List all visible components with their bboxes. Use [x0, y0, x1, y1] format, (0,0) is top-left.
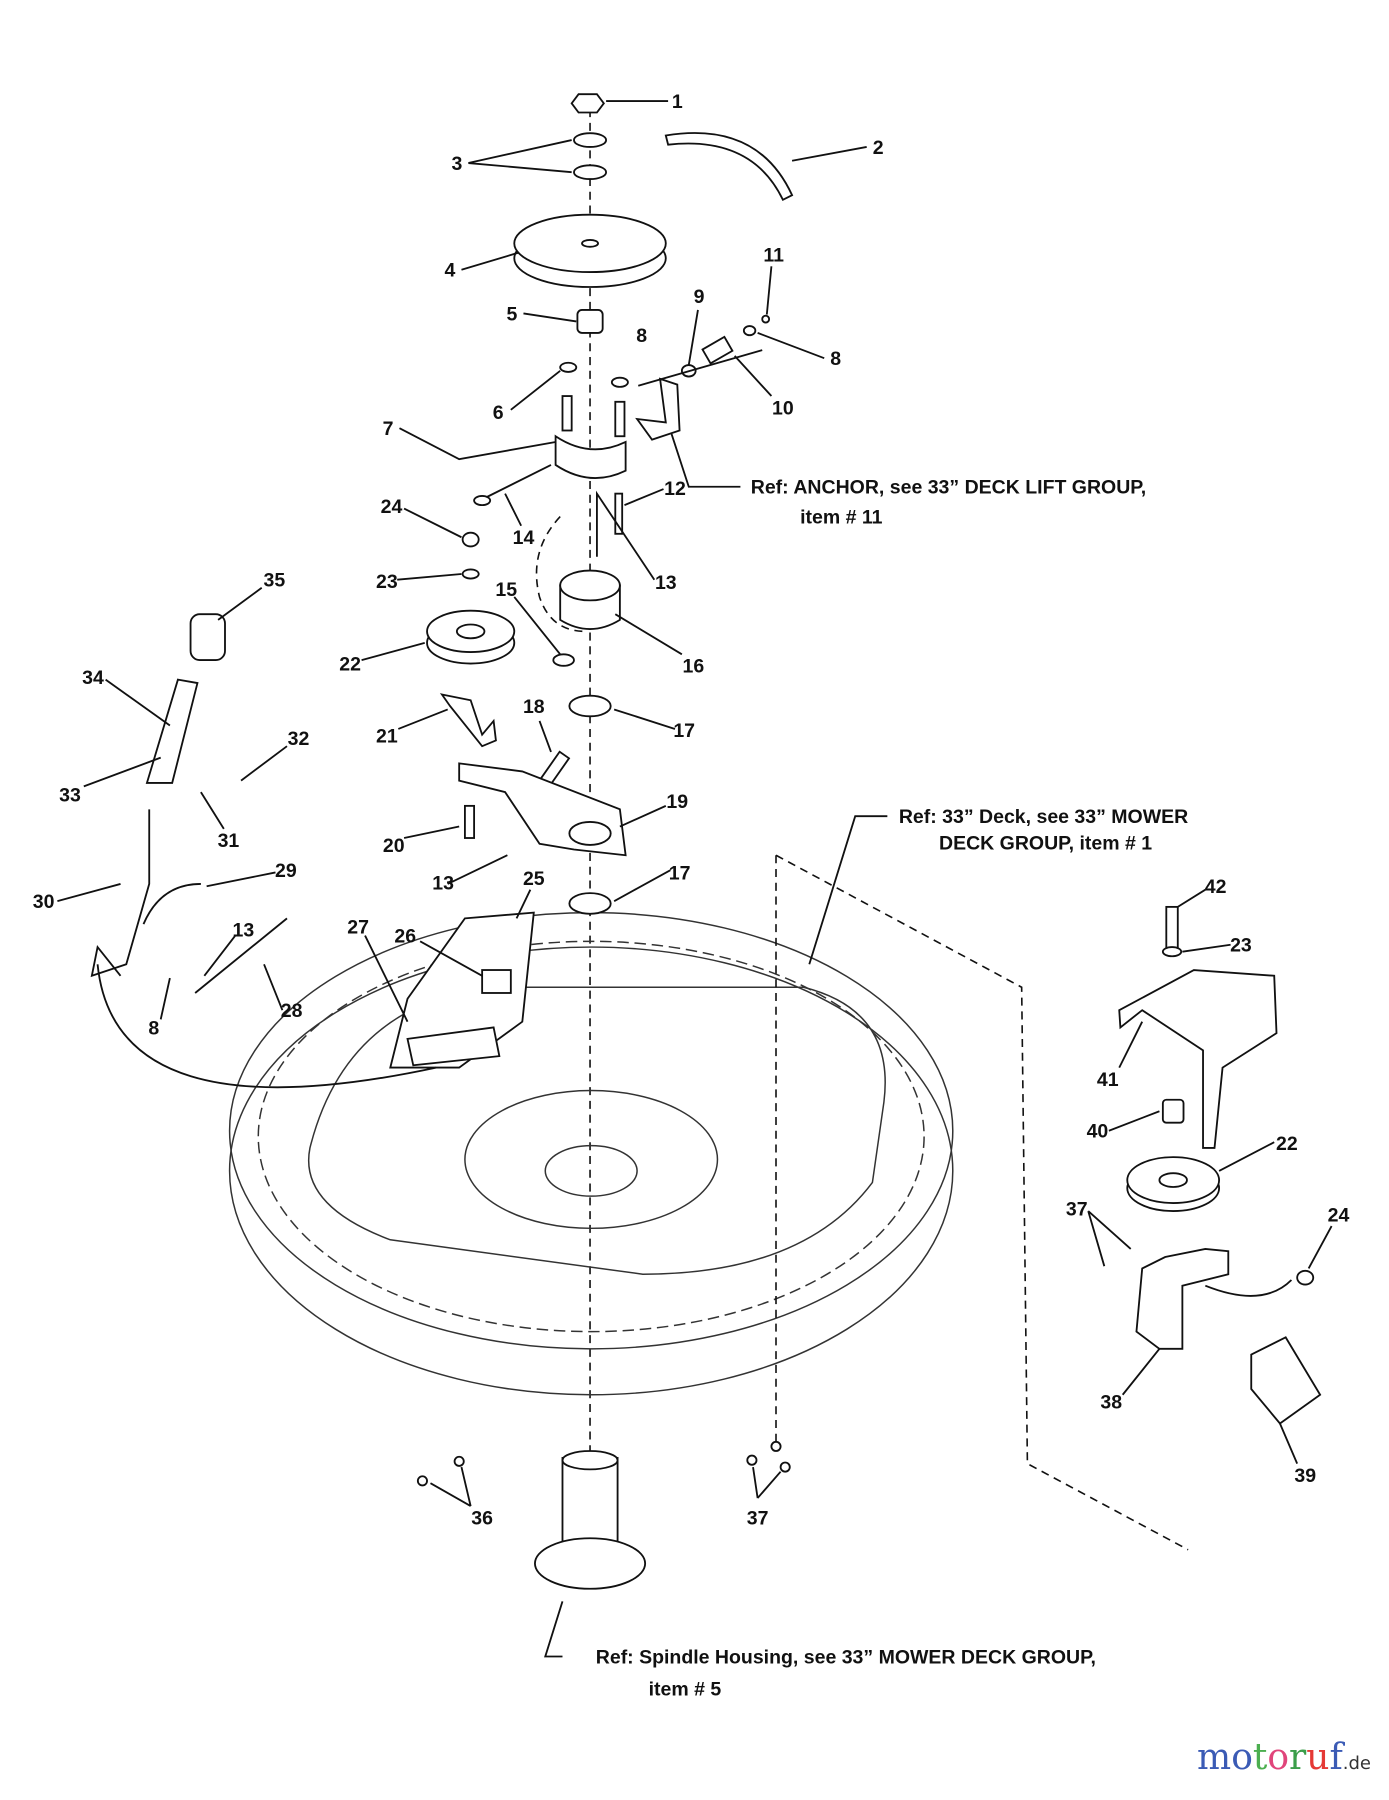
callout-33: 33 — [59, 784, 81, 806]
ref-anchor-line1: Ref: ANCHOR, see 33” DECK LIFT GROUP, — [751, 477, 1146, 499]
ref-deck-line1: Ref: 33” Deck, see 33” MOWER — [899, 806, 1188, 828]
callout-31: 31 — [218, 830, 240, 852]
callout-41: 41 — [1097, 1069, 1119, 1091]
callout-34: 34 — [82, 667, 104, 689]
callout-22: 22 — [339, 653, 361, 675]
callout-28: 28 — [281, 1000, 303, 1022]
callout-30: 30 — [33, 891, 55, 913]
callout-6: 6 — [493, 402, 504, 424]
callout-16: 16 — [683, 656, 705, 678]
callout-38: 38 — [1100, 1392, 1122, 1414]
callout-15: 15 — [495, 579, 517, 601]
callout-25: 25 — [523, 868, 545, 890]
ref-spindle-line2: item # 5 — [649, 1679, 722, 1701]
callout-35: 35 — [264, 570, 286, 592]
mower-deck — [228, 854, 1189, 1551]
callout-1: 1 — [672, 91, 683, 113]
callout-37: 37 — [1066, 1199, 1088, 1221]
callout-8: 8 — [148, 1017, 159, 1039]
callout-23: 23 — [376, 571, 398, 593]
callout-9: 9 — [694, 286, 705, 308]
callout-29: 29 — [275, 860, 297, 882]
callout-17: 17 — [673, 720, 695, 742]
callout-32: 32 — [288, 728, 310, 750]
motoruf-watermark-logo: motoruf.de — [1197, 1737, 1371, 1778]
callout-2: 2 — [873, 137, 884, 159]
callout-13: 13 — [655, 572, 677, 594]
callout-14: 14 — [513, 527, 535, 549]
callout-21: 21 — [376, 726, 398, 748]
callout-17: 17 — [669, 862, 691, 884]
callout-7: 7 — [383, 418, 394, 440]
ref-deck-line2: DECK GROUP, item # 1 — [939, 832, 1152, 854]
callout-20: 20 — [383, 835, 405, 857]
callout-13: 13 — [233, 920, 255, 942]
callout-36: 36 — [471, 1507, 493, 1529]
callout-26: 26 — [394, 925, 416, 947]
callout-24: 24 — [1328, 1204, 1350, 1226]
ref-anchor-line2: item # 11 — [800, 506, 883, 528]
callout-42: 42 — [1205, 876, 1227, 898]
callout-27: 27 — [347, 916, 369, 938]
callout-39: 39 — [1294, 1465, 1316, 1487]
callout-23: 23 — [1230, 935, 1252, 957]
callout-37: 37 — [747, 1507, 769, 1529]
callout-19: 19 — [666, 791, 688, 813]
callout-24: 24 — [381, 496, 403, 518]
callout-numbers: 1234567889101112131415161717181920212223… — [33, 91, 1350, 1530]
callout-12: 12 — [664, 478, 686, 500]
callout-5: 5 — [507, 303, 518, 325]
callout-8: 8 — [830, 348, 841, 370]
callout-8: 8 — [636, 325, 647, 347]
callout-10: 10 — [772, 397, 794, 419]
diagram-parts — [57, 93, 1333, 1658]
callout-3: 3 — [451, 153, 462, 175]
callout-11: 11 — [763, 245, 784, 267]
ref-spindle-line1: Ref: Spindle Housing, see 33” MOWER DECK… — [596, 1646, 1096, 1668]
callout-22: 22 — [1276, 1133, 1298, 1155]
callout-4: 4 — [445, 260, 456, 282]
callout-13: 13 — [432, 873, 454, 895]
callout-18: 18 — [523, 696, 545, 718]
callout-40: 40 — [1087, 1121, 1109, 1143]
